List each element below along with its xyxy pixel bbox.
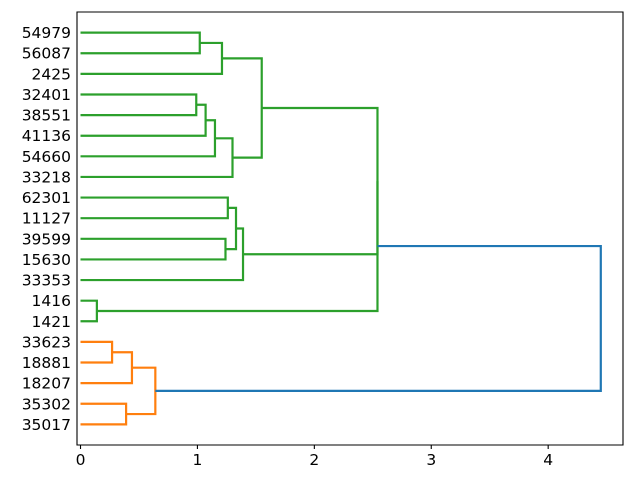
dendrogram-link xyxy=(80,237,227,261)
x-tick-label: 1 xyxy=(192,451,202,469)
leaf-label: 54979 xyxy=(22,24,71,42)
dendrogram-link xyxy=(80,119,217,158)
leaf-label: 35302 xyxy=(22,395,71,413)
leaf-label: 54660 xyxy=(22,148,71,166)
dendrogram-link xyxy=(96,181,379,313)
leaf-labels: 54979 56087 2425 32401 38551 41136 54660 33218 6… xyxy=(22,24,71,434)
axes-spines xyxy=(76,11,624,446)
dendrogram-link xyxy=(221,57,263,159)
x-tick-label: 3 xyxy=(426,451,436,469)
dendrogram-link xyxy=(80,103,207,137)
dendrogram-link xyxy=(80,41,224,75)
dendrogram-link xyxy=(80,227,245,282)
dendrogram-link xyxy=(126,366,157,416)
x-tick-label: 4 xyxy=(543,451,553,469)
dendrogram-link xyxy=(80,93,198,117)
leaf-label: 38551 xyxy=(22,107,71,125)
leaf-label: 15630 xyxy=(22,251,71,269)
leaf-label: 33623 xyxy=(22,333,71,351)
dendrogram-links xyxy=(80,31,602,426)
dendrogram-link xyxy=(80,137,234,179)
dendrogram-link xyxy=(80,196,229,220)
axes-box xyxy=(76,11,624,446)
leaf-label: 33218 xyxy=(22,168,71,186)
x-axis-ticks: 0 1 2 3 4 xyxy=(76,445,553,469)
dendrogram-link xyxy=(155,244,602,392)
leaf-label: 1416 xyxy=(32,292,71,310)
leaf-label: 62301 xyxy=(22,189,71,207)
leaf-label: 18207 xyxy=(22,375,71,393)
leaf-label: 2425 xyxy=(32,65,71,83)
leaf-label: 41136 xyxy=(22,127,71,145)
leaf-label: 56087 xyxy=(22,45,71,63)
dendrogram-link xyxy=(80,340,114,364)
x-tick-label: 2 xyxy=(309,451,319,469)
leaf-label: 35017 xyxy=(22,416,71,434)
leaf-label: 39599 xyxy=(22,230,71,248)
leaf-label: 11127 xyxy=(22,210,71,228)
dendrogram-link xyxy=(243,106,379,256)
dendrogram-link xyxy=(80,402,128,426)
dendrogram-link xyxy=(80,31,201,55)
leaf-label: 18881 xyxy=(22,354,71,372)
x-tick-label: 0 xyxy=(76,451,86,469)
dendrogram-link xyxy=(225,206,238,251)
dendrogram-link xyxy=(80,351,134,385)
leaf-label: 33353 xyxy=(22,272,71,290)
leaf-label: 32401 xyxy=(22,86,71,104)
leaf-label: 1421 xyxy=(32,313,71,331)
dendrogram-link xyxy=(80,299,98,323)
